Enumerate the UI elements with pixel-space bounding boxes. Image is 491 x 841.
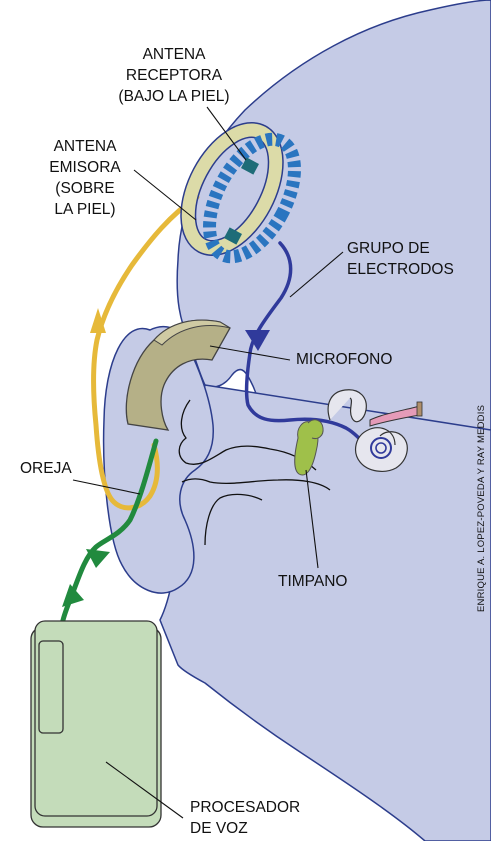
label-oreja: OREJA bbox=[20, 458, 72, 479]
label-line: TIMPANO bbox=[278, 571, 347, 592]
label-line: (BAJO LA PIEL) bbox=[106, 86, 242, 107]
label-line: OREJA bbox=[20, 458, 72, 479]
label-line: RECEPTORA bbox=[106, 65, 242, 86]
green-arrow-down bbox=[62, 584, 84, 607]
label-line: MICROFONO bbox=[296, 349, 392, 370]
processor-panel bbox=[39, 641, 63, 733]
cochlea bbox=[356, 428, 408, 472]
label-timpano: TIMPANO bbox=[278, 571, 347, 592]
label-line: DE VOZ bbox=[190, 818, 300, 839]
label-line: (SOBRE bbox=[36, 178, 134, 199]
label-line: EMISORA bbox=[36, 157, 134, 178]
label-grupo-electrodos: GRUPO DE ELECTRODOS bbox=[347, 238, 454, 280]
label-antena-receptora: ANTENA RECEPTORA (BAJO LA PIEL) bbox=[106, 44, 242, 107]
label-antena-emisora: ANTENA EMISORA (SOBRE LA PIEL) bbox=[36, 136, 134, 220]
label-microfono: MICROFONO bbox=[296, 349, 392, 370]
label-line: ANTENA bbox=[36, 136, 134, 157]
nerve-end bbox=[417, 402, 422, 416]
label-procesador-voz: PROCESADOR DE VOZ bbox=[190, 797, 300, 839]
label-line: LA PIEL) bbox=[36, 199, 134, 220]
credit-text: ENRIQUE A. LOPEZ-POVEDA Y RAY MEDDIS bbox=[476, 405, 487, 612]
label-line: PROCESADOR bbox=[190, 797, 300, 818]
label-line: ELECTRODOS bbox=[347, 259, 454, 280]
label-line: GRUPO DE bbox=[347, 238, 454, 259]
label-line: ANTENA bbox=[106, 44, 242, 65]
